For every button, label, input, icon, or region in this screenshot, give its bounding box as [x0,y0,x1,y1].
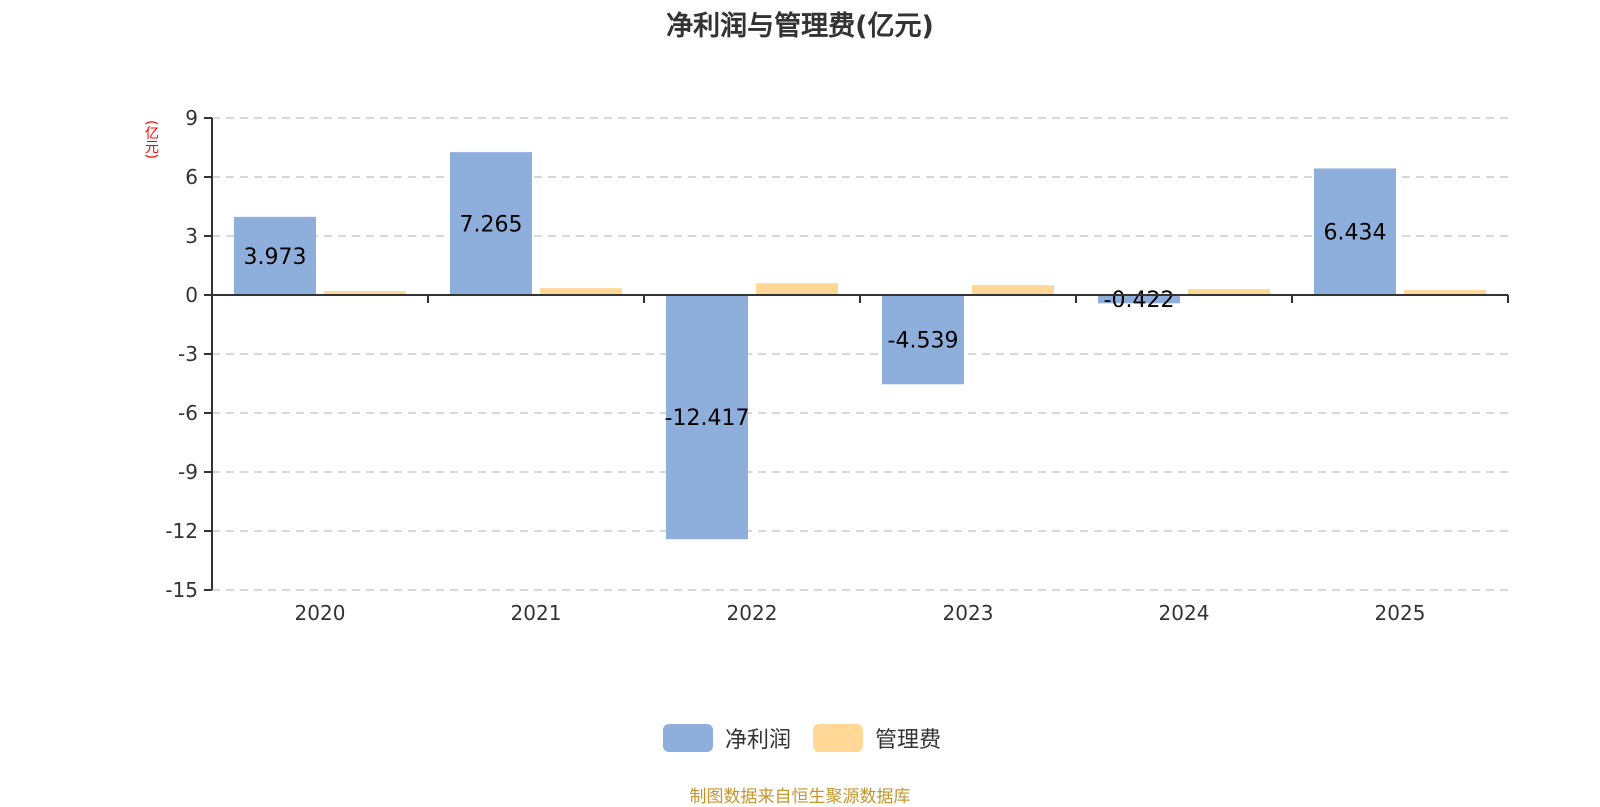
bar-net-profit [666,295,748,540]
bar-net-profit [882,295,964,385]
bar-data-label: -0.422 [1104,288,1175,313]
bar-management-fee [972,285,1054,295]
x-tick-label: 2024 [1159,601,1210,625]
bar-management-fee [540,288,622,295]
x-tick-label: 2025 [1375,601,1426,625]
bar-data-label: 7.265 [460,213,523,238]
x-tick-label: 2022 [727,601,778,625]
bar-management-fee [324,291,406,295]
legend: 净利润 管理费 [0,722,1600,754]
data-source-note: 制图数据来自恒生聚源数据库 [689,787,911,807]
bar-data-label: -12.417 [665,406,750,431]
bar-management-fee [756,283,838,295]
y-tick-label: 3 [185,224,198,248]
y-tick-label: 6 [185,165,198,189]
x-tick-label: 2020 [295,601,346,625]
bar-data-label: -4.539 [888,329,959,354]
bar-net-profit [1314,168,1396,295]
y-tick-label: -9 [178,460,198,484]
legend-item-net-profit[interactable]: 净利润 [662,722,791,754]
bar-data-label: 3.973 [244,245,307,270]
bar-management-fee [1404,290,1486,295]
y-axis-unit-label: (亿元) [143,120,159,159]
legend-item-management-fee[interactable]: 管理费 [813,722,941,754]
x-tick-label: 2023 [943,601,994,625]
y-tick-label: -3 [178,342,198,366]
y-tick-label: -15 [165,578,198,602]
bar-net-profit [234,216,316,295]
chart-title: 净利润与管理费(亿元) [666,11,934,42]
y-tick-label: 9 [185,106,198,130]
x-tick-label: 2021 [511,601,562,625]
y-tick-label: -12 [165,519,198,543]
legend-label-net-profit: 净利润 [724,728,791,753]
bar-net-profit [450,152,532,295]
bar-data-label: 6.434 [1324,221,1387,246]
bar-net-profit [1098,295,1180,304]
legend-swatch-management-fee [813,724,863,752]
legend-label-management-fee: 管理费 [875,728,942,753]
y-tick-label: -6 [178,401,198,425]
legend-swatch-net-profit [662,724,713,752]
y-tick-label: 0 [185,283,198,307]
bar-management-fee [1188,289,1270,295]
